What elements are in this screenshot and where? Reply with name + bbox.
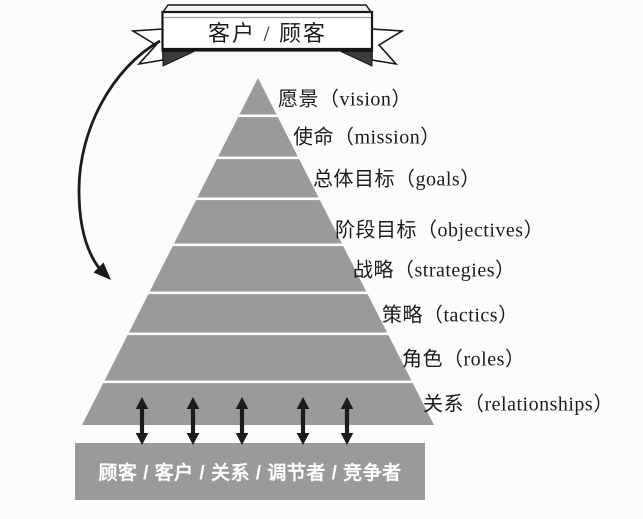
pyramid-layer-dividers [82, 114, 434, 384]
ribbon-banner-shape [130, 4, 405, 67]
pyramid-level-label-vision: 愿景（vision） [278, 88, 412, 111]
pyramid-level-label-mission: 使命（mission） [293, 126, 441, 149]
ribbon-left-fold [162, 51, 195, 67]
pyramid-shape [82, 78, 434, 425]
pyramid-level-label-roles: 角色（roles） [402, 348, 526, 371]
curved-arrow-icon [77, 39, 161, 280]
pyramid-level-label-strategies: 战略（strategies） [353, 259, 516, 282]
pyramid-level-label-objectives: 阶段目标（objectives） [335, 219, 545, 242]
ribbon-right-tail [371, 28, 405, 66]
environment-bar-label: 顾客 / 客户 / 关系 / 调节者 / 竞争者 [98, 463, 402, 484]
banner-label: 客户 / 顾客 [207, 20, 328, 46]
ribbon-right-fold [340, 51, 373, 67]
environment-bar-shape [75, 443, 425, 500]
pyramid-level-label-goals: 总体目标（goals） [313, 168, 481, 191]
pyramid-level-label-relationships: 关系（relationships） [423, 393, 614, 416]
pyramid-level-label-tactics: 策略（tactics） [382, 304, 519, 327]
